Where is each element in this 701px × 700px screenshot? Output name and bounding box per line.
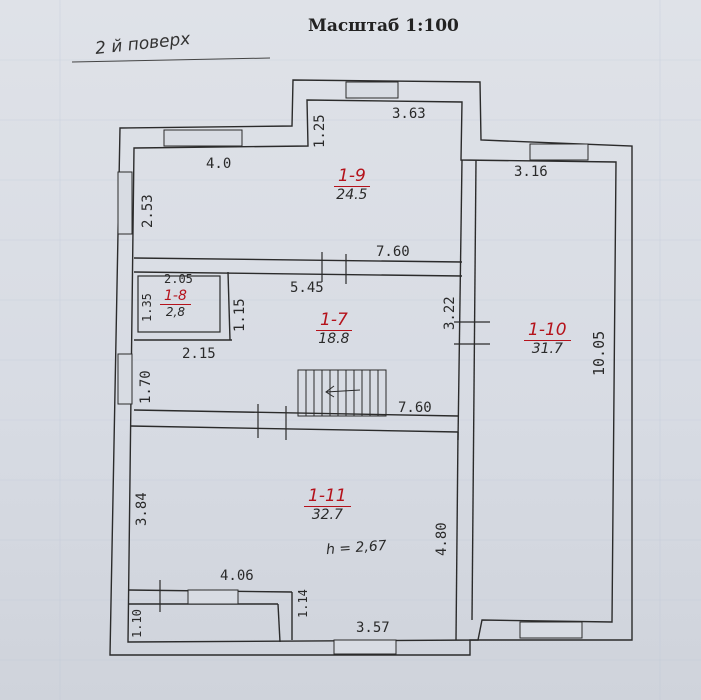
room-label: 1-10 31.7	[524, 320, 571, 357]
room-area: 24.5	[336, 187, 368, 203]
room-area: 18.8	[318, 331, 350, 347]
dim-label: 1.70	[138, 370, 154, 404]
dim-label: 2.05	[164, 272, 193, 286]
room-area: 32.7	[311, 507, 343, 523]
dim-label: 3.22	[442, 296, 458, 330]
room-area: 31.7	[531, 341, 563, 357]
room-label: 1-11 32.7	[304, 486, 351, 523]
dim-label: 4.0	[206, 156, 232, 172]
scale-label: Масштаб 1:100	[308, 16, 459, 36]
door-marks	[159, 252, 490, 612]
dim-label: 1.14	[296, 589, 310, 618]
dim-label: 10.05	[590, 330, 608, 376]
outer-walls	[109, 79, 633, 656]
dim-label: 3.16	[514, 164, 548, 180]
room-label: 1-9 24.5	[334, 166, 370, 203]
dim-label: 7.60	[398, 400, 432, 416]
room-label: 1-7 18.8	[316, 310, 352, 347]
stairs	[297, 369, 387, 417]
dim-label: 2.15	[182, 346, 216, 362]
floor-title-underline	[71, 57, 271, 63]
dim-label: 5.45	[290, 280, 324, 296]
room-id: 1-7	[316, 310, 352, 331]
dim-label: 1.10	[130, 609, 144, 638]
room-id: 1-11	[304, 486, 351, 507]
room-label: 1-8 2,8	[160, 288, 191, 319]
dim-label: 4.06	[220, 568, 254, 584]
dim-label: 1.15	[232, 298, 248, 332]
dim-label: 3.84	[134, 492, 150, 526]
dim-label: 7.60	[376, 244, 410, 260]
room-area: 2,8	[165, 305, 185, 319]
room-id: 1-10	[524, 320, 571, 341]
closet-outline	[137, 275, 221, 333]
dim-label: 1.35	[140, 293, 154, 322]
dim-label: 1.25	[312, 114, 328, 148]
dim-label: 3.57	[356, 620, 390, 636]
interior-walls	[127, 159, 477, 643]
dim-label: 2.53	[140, 194, 156, 228]
dim-label: 3.63	[392, 106, 426, 122]
room-id: 1-9	[334, 166, 370, 187]
room-id: 1-8	[160, 288, 191, 305]
windows	[117, 81, 589, 655]
dim-label: 4.80	[434, 522, 450, 556]
